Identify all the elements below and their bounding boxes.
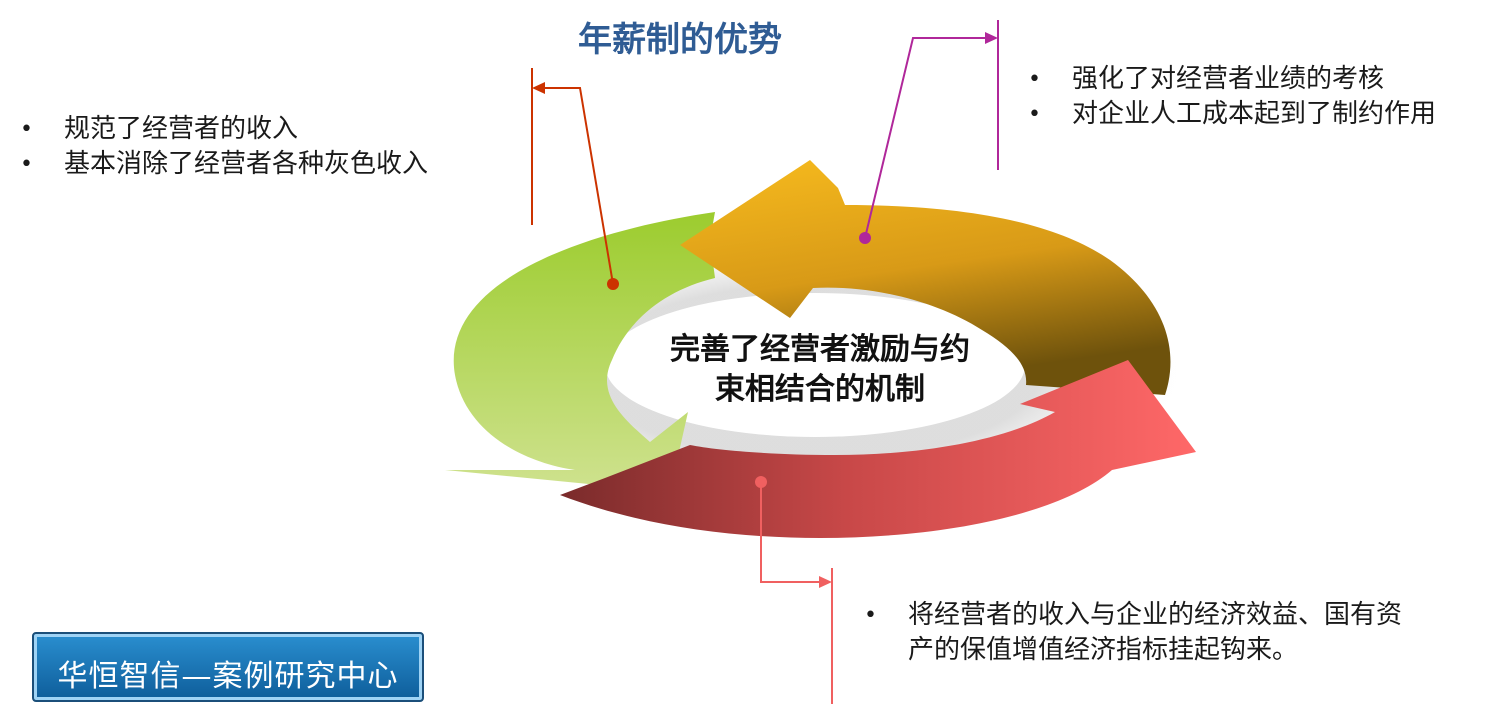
center-label-line1: 完善了经营者激励与约 xyxy=(670,332,970,367)
bottom-bullet-list: 将经营者的收入与企业的经济效益、国有资产的保值增值经济指标挂起钩来。 xyxy=(862,598,1408,668)
ring-hole xyxy=(605,293,1025,437)
left-connector xyxy=(531,68,619,290)
logo-banner: 华恒智信—案例研究中心 xyxy=(32,632,424,702)
red-arrow xyxy=(560,360,1196,538)
left-bullet-2: 基本消除了经营者各种灰色收入 xyxy=(18,147,428,182)
center-label: 完善了经营者激励与约 束相结合的机制 xyxy=(630,330,1010,410)
bottom-bullet-1: 将经营者的收入与企业的经济效益、国有资产的保值增值经济指标挂起钩来。 xyxy=(862,598,1408,668)
bottom-connector xyxy=(755,476,833,704)
page-title: 年薪制的优势 xyxy=(578,20,782,60)
right-bullet-list: 强化了对经营者业绩的考核 对企业人工成本起到了制约作用 xyxy=(1026,62,1436,132)
left-bullet-list: 规范了经营者的收入 基本消除了经营者各种灰色收入 xyxy=(18,112,428,182)
logo-text: 华恒智信—案例研究中心 xyxy=(57,659,399,694)
right-bullet-1: 强化了对经营者业绩的考核 xyxy=(1026,62,1436,97)
center-label-line2: 束相结合的机制 xyxy=(715,372,925,407)
left-bullet-1: 规范了经营者的收入 xyxy=(18,112,428,147)
gold-arrow xyxy=(680,160,1171,395)
right-bullet-2: 对企业人工成本起到了制约作用 xyxy=(1026,97,1436,132)
right-connector xyxy=(859,20,999,244)
green-arrow xyxy=(445,212,715,492)
